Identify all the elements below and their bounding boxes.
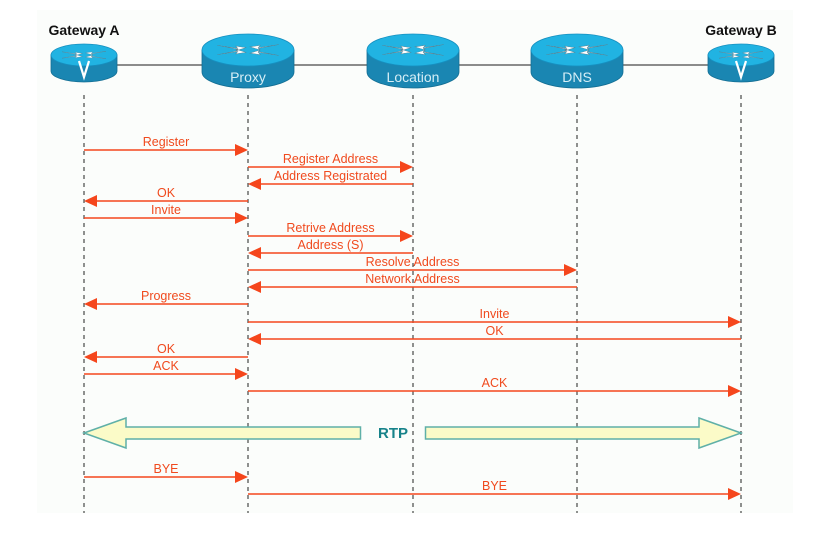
message-label: Invite: [480, 307, 510, 321]
message-arrow: OK: [248, 324, 741, 345]
arrowhead-icon: [728, 385, 741, 397]
arrow-glyph: [741, 51, 764, 56]
router-label-location: Location: [387, 69, 440, 85]
arrow-glyph: [61, 51, 84, 56]
message-arrow: Register Address: [248, 152, 413, 173]
arrowhead-icon: [248, 247, 261, 259]
arrowhead-icon: [248, 281, 261, 293]
message-arrow: BYE: [84, 462, 248, 483]
arrowhead-icon: [248, 333, 261, 345]
router-gwB: [707, 43, 775, 83]
arrowhead-icon: [235, 368, 248, 380]
router-top: [530, 33, 624, 67]
arrowhead-icon: [235, 144, 248, 156]
endpoint-title-gwB: Gateway B: [705, 22, 777, 38]
router-arrows-icon: [217, 44, 279, 56]
arrow-glyph: [741, 54, 764, 59]
arrowhead-icon: [400, 161, 413, 173]
arrowhead-icon: [235, 471, 248, 483]
arrowhead-icon: [84, 351, 97, 363]
arrow-glyph: [61, 54, 84, 59]
message-label: BYE: [482, 479, 507, 493]
router-arrows-icon: [382, 44, 444, 56]
router-label-proxy: Proxy: [230, 69, 266, 85]
arrowhead-icon: [84, 298, 97, 310]
arrow-glyph: [217, 49, 247, 55]
arrow-glyph: [414, 44, 444, 51]
message-label: Progress: [141, 289, 191, 303]
message-label: Resolve Address: [366, 255, 460, 269]
rtp-label: RTP: [378, 425, 408, 442]
router-location: [366, 33, 460, 89]
message-label: OK: [485, 324, 504, 338]
arrow-glyph: [718, 51, 741, 56]
arrow-glyph: [84, 54, 107, 59]
arrow-glyph: [578, 49, 608, 56]
message-arrow: ACK: [248, 376, 741, 397]
arrowhead-icon: [248, 178, 261, 190]
message-label: OK: [157, 186, 176, 200]
message-arrow: Progress: [84, 289, 248, 310]
media-stream-rtp: RTP: [81, 416, 744, 450]
arrow-glyph: [217, 45, 247, 51]
router-gwA: [50, 43, 118, 83]
message-label: Register Address: [283, 152, 378, 166]
message-arrow: Network Address: [248, 272, 577, 293]
message-arrow: Address Registrated: [248, 169, 413, 190]
message-label: BYE: [153, 462, 178, 476]
arrow-glyph: [249, 44, 279, 51]
message-arrow: Register: [84, 135, 248, 156]
router-arrows-icon: [718, 51, 764, 59]
router-arrows-icon: [61, 51, 107, 59]
voice-v-icon: [77, 60, 91, 81]
arrow-glyph: [414, 49, 444, 56]
rtp-arrow-left: [81, 416, 362, 450]
arrow-glyph: [718, 54, 741, 59]
arrowhead-icon: [235, 212, 248, 224]
router-proxy: [201, 33, 295, 89]
arrowhead-icon: [400, 230, 413, 242]
message-arrow: Address (S): [248, 238, 413, 259]
message-label: Network Address: [365, 272, 459, 286]
router-arrows-icon: [546, 44, 608, 56]
router-top: [50, 43, 118, 67]
message-arrow: Invite: [248, 307, 741, 328]
message-arrow: BYE: [248, 479, 741, 500]
arrow-glyph: [84, 51, 107, 56]
router-dns: [530, 33, 624, 89]
router-top: [366, 33, 460, 67]
arrow-glyph: [382, 45, 412, 51]
router-top: [707, 43, 775, 67]
router-top: [201, 33, 295, 67]
message-arrow: Retrive Address: [248, 221, 413, 242]
arrow-glyph: [546, 49, 576, 55]
arrowhead-icon: [728, 316, 741, 328]
voice-v-icon: [734, 60, 748, 81]
arrowhead-icon: [84, 195, 97, 207]
message-arrow: OK: [84, 342, 248, 363]
message-arrow: Invite: [84, 203, 248, 224]
arrow-glyph: [546, 45, 576, 51]
message-label: Retrive Address: [286, 221, 374, 235]
message-label: Register: [143, 135, 190, 149]
message-label: Invite: [151, 203, 181, 217]
message-arrow: ACK: [84, 359, 248, 380]
arrow-glyph: [382, 49, 412, 55]
arrow-glyph: [249, 49, 279, 56]
router-label-dns: DNS: [562, 69, 592, 85]
message-label: ACK: [482, 376, 508, 390]
sequence-diagram: Gateway A Proxy Location DNS Gateway B Regist…: [48, 22, 777, 513]
message-arrow: Resolve Address: [248, 255, 577, 276]
arrowhead-icon: [564, 264, 577, 276]
message-arrow: OK: [84, 186, 248, 207]
rtp-arrow-right: [424, 416, 744, 450]
arrow-glyph: [578, 44, 608, 51]
endpoint-title-gwA: Gateway A: [48, 22, 119, 38]
sequence-diagram-canvas: Gateway A Proxy Location DNS Gateway B Regist…: [37, 10, 793, 513]
message-label: Address (S): [298, 238, 364, 252]
message-label: OK: [157, 342, 176, 356]
message-label: ACK: [153, 359, 179, 373]
message-label: Address Registrated: [274, 169, 387, 183]
arrowhead-icon: [728, 488, 741, 500]
